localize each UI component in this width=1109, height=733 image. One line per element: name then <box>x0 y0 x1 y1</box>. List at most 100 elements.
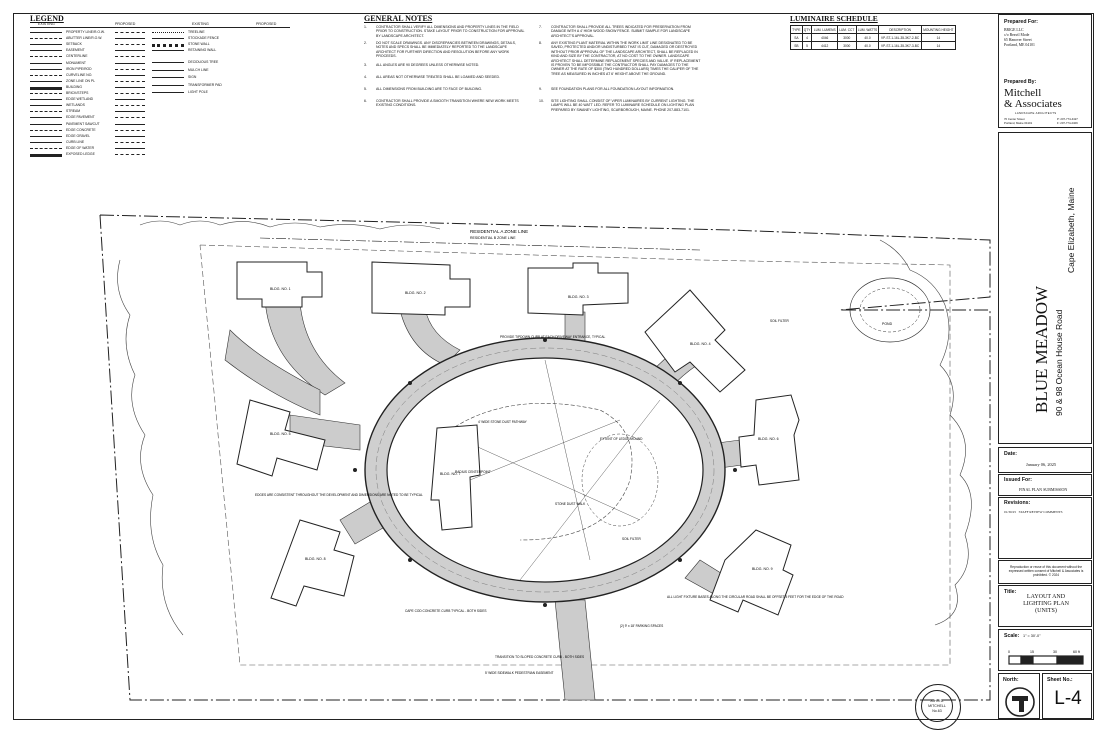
building-labels: BLDG. NO. 1 BLDG. NO. 2 BLDG. NO. 3 BLDG… <box>270 287 779 571</box>
general-notes: GENERAL NOTES 1.CONTRACTOR SHALL VERIFY … <box>362 14 782 154</box>
legend-item-label: DECIDUOUS TREE <box>188 60 219 64</box>
luminaire-header-cell: LUM. CCT <box>836 25 857 34</box>
prepared-for-3: 65 Hanover Street <box>1004 38 1032 42</box>
legend-line-proposed <box>115 135 145 137</box>
stamp-line: No.63 <box>932 709 942 713</box>
legend-item-label: EDGE WETLAND <box>66 97 94 102</box>
legend-line-proposed <box>115 111 145 113</box>
legend-line-sample <box>152 92 184 93</box>
legend-line-proposed <box>115 117 145 119</box>
legend-line-proposed <box>115 129 145 131</box>
legend-item-label: WETLANDS <box>66 103 85 108</box>
prepared-by-label: Prepared By: <box>1004 79 1037 85</box>
note-text: SITE LIGHTING SHALL CONSIST OF VIPER LUM… <box>551 99 695 112</box>
legend-line-sample <box>30 135 62 137</box>
north-label: North: <box>1003 677 1019 683</box>
firm-phone-1: P: 207-774-4427 <box>1057 117 1078 121</box>
luminaire-cell: SA <box>790 33 803 42</box>
note-number: 9. <box>539 87 542 91</box>
note-text: CONTRACTOR SHALL VERIFY ALL DIMENSIONS A… <box>376 25 525 38</box>
revision-entry: 01/30/25 STAFF REVIEW COMMENTS <box>1004 510 1063 514</box>
building-7 <box>430 424 481 531</box>
ledge-mound <box>581 433 659 527</box>
legend-line-sample <box>30 141 62 143</box>
legend-line-sample <box>152 84 184 86</box>
title-block-title: Title: LAYOUT AND LIGHTING PLAN (UNITS) <box>998 585 1092 627</box>
legend-line-sample <box>30 154 62 157</box>
building-3 <box>527 262 629 316</box>
firm-name-1: Mitchell <box>1004 87 1042 99</box>
title-block-project: BLUE MEADOW 90 & 98 Ocean House Road Cap… <box>998 132 1092 444</box>
luminaire-cell: 4 <box>801 33 813 42</box>
plan-callouts: PROVIDE TIPDOWN CURB AT EACH DRIVEWAY EN… <box>255 319 844 675</box>
note-number: 6. <box>364 99 367 103</box>
sheet-label: Sheet No.: <box>1047 677 1073 683</box>
building-6 <box>738 394 800 486</box>
legend-line-sample <box>30 93 62 94</box>
stamp-line: MITCHELL <box>928 704 946 708</box>
building-2 <box>371 261 471 316</box>
luminaire-cell: 5 <box>801 41 813 50</box>
luminaire-cell: 14 <box>920 33 957 42</box>
title-line-2: LIGHTING PLAN <box>1023 601 1069 607</box>
luminaire-cell: VP-ST-1-16L-35-3K7-3-BC <box>878 41 922 50</box>
title-block-copyright: Reproduction or reuse of this document w… <box>998 560 1092 584</box>
note-text: ALL DIMENSIONS FROM BUILDING ARE TO FACE… <box>376 87 483 91</box>
surveyor-stamp <box>915 684 961 730</box>
legend-line-sample <box>152 62 184 63</box>
date-value: January 06, 2025 <box>1026 462 1057 467</box>
note-text: ALL AREAS NOT OTHERWISE TREATED SHALL BE… <box>376 75 500 79</box>
legend-line-sample <box>30 147 62 149</box>
legend-item-label: CURVELINE NO. <box>66 72 93 77</box>
copyright-text: Reproduction or reuse of this document w… <box>1008 565 1084 578</box>
light-pole <box>543 603 547 607</box>
building-label: BLDG. NO. 2 <box>405 291 426 295</box>
legend-item-label: EASEMENT <box>66 48 85 53</box>
legend-line-proposed <box>115 62 145 64</box>
firm-addr-2: Portland, Maine 04101 <box>1004 121 1033 125</box>
luminaire-cell: SB <box>790 41 803 50</box>
note-text: CONTRACTOR SHALL PROVIDE ALL TREES INDIC… <box>551 25 691 38</box>
radius-lines <box>439 359 661 581</box>
legend-line-sample <box>152 50 184 52</box>
project-address: 90 & 98 Ocean House Road <box>1054 310 1064 416</box>
stone-dust-path <box>449 403 633 541</box>
scale-tick: 0 <box>1008 650 1010 654</box>
road-centerline <box>375 347 715 593</box>
callout-soil: SOIL FILTER <box>622 537 641 541</box>
legend-line-proposed <box>115 123 145 125</box>
legend-item-label: TRANSFORMER PAD <box>188 82 222 87</box>
legend-item-label: MULCH LINE <box>188 67 209 72</box>
title-block-north: North: <box>998 673 1040 719</box>
legend-line-proposed <box>115 80 145 82</box>
prepared-for-4: Portland, ME 04101 <box>1004 43 1035 47</box>
luminaire-cell: 40.0 <box>855 41 880 50</box>
callout-fixtures: ALL LIGHT FIXTURE BASES ALONG THE CIRCUL… <box>667 595 844 599</box>
legend-line-proposed <box>115 141 145 143</box>
legend-col-existing: EXISTING <box>38 22 55 26</box>
legend-item-label: BUILDING <box>66 84 83 89</box>
site-plan: RESIDENTIAL A ZONE LINE RESIDENTIAL B ZO… <box>99 214 991 701</box>
legend-item-label: STONE WALL <box>188 42 210 47</box>
north-arrow-icon <box>1005 687 1035 717</box>
note-number: 7. <box>539 25 542 29</box>
building-label: BLDG. NO. 9 <box>752 567 773 571</box>
legend-line-proposed <box>115 38 145 40</box>
project-town: Cape Elizabeth, Maine <box>1066 187 1076 273</box>
building-label: BLDG. NO. 3 <box>568 295 589 299</box>
callout-edges: EDGES ARE CONSISTENT THROUGHOUT THE DEVE… <box>255 493 423 497</box>
building-9 <box>709 529 794 616</box>
legend-line-sample <box>152 38 184 40</box>
legend-line-sample <box>30 129 62 131</box>
legend-line-sample <box>152 77 184 78</box>
building-8 <box>270 519 355 607</box>
firm-addr-1: 70 Center Street <box>1004 117 1025 121</box>
note-number: 1. <box>364 25 367 29</box>
pond-inner <box>859 287 921 333</box>
scale-value: 1" = 30'-0" <box>1023 634 1041 638</box>
prepared-for-2: c/o Beavil Mode <box>1004 33 1030 37</box>
scale-tick: 15 <box>1030 650 1034 654</box>
prepared-for-label: Prepared For: <box>1004 19 1039 25</box>
legend-item-label: SETBACK <box>66 42 82 47</box>
